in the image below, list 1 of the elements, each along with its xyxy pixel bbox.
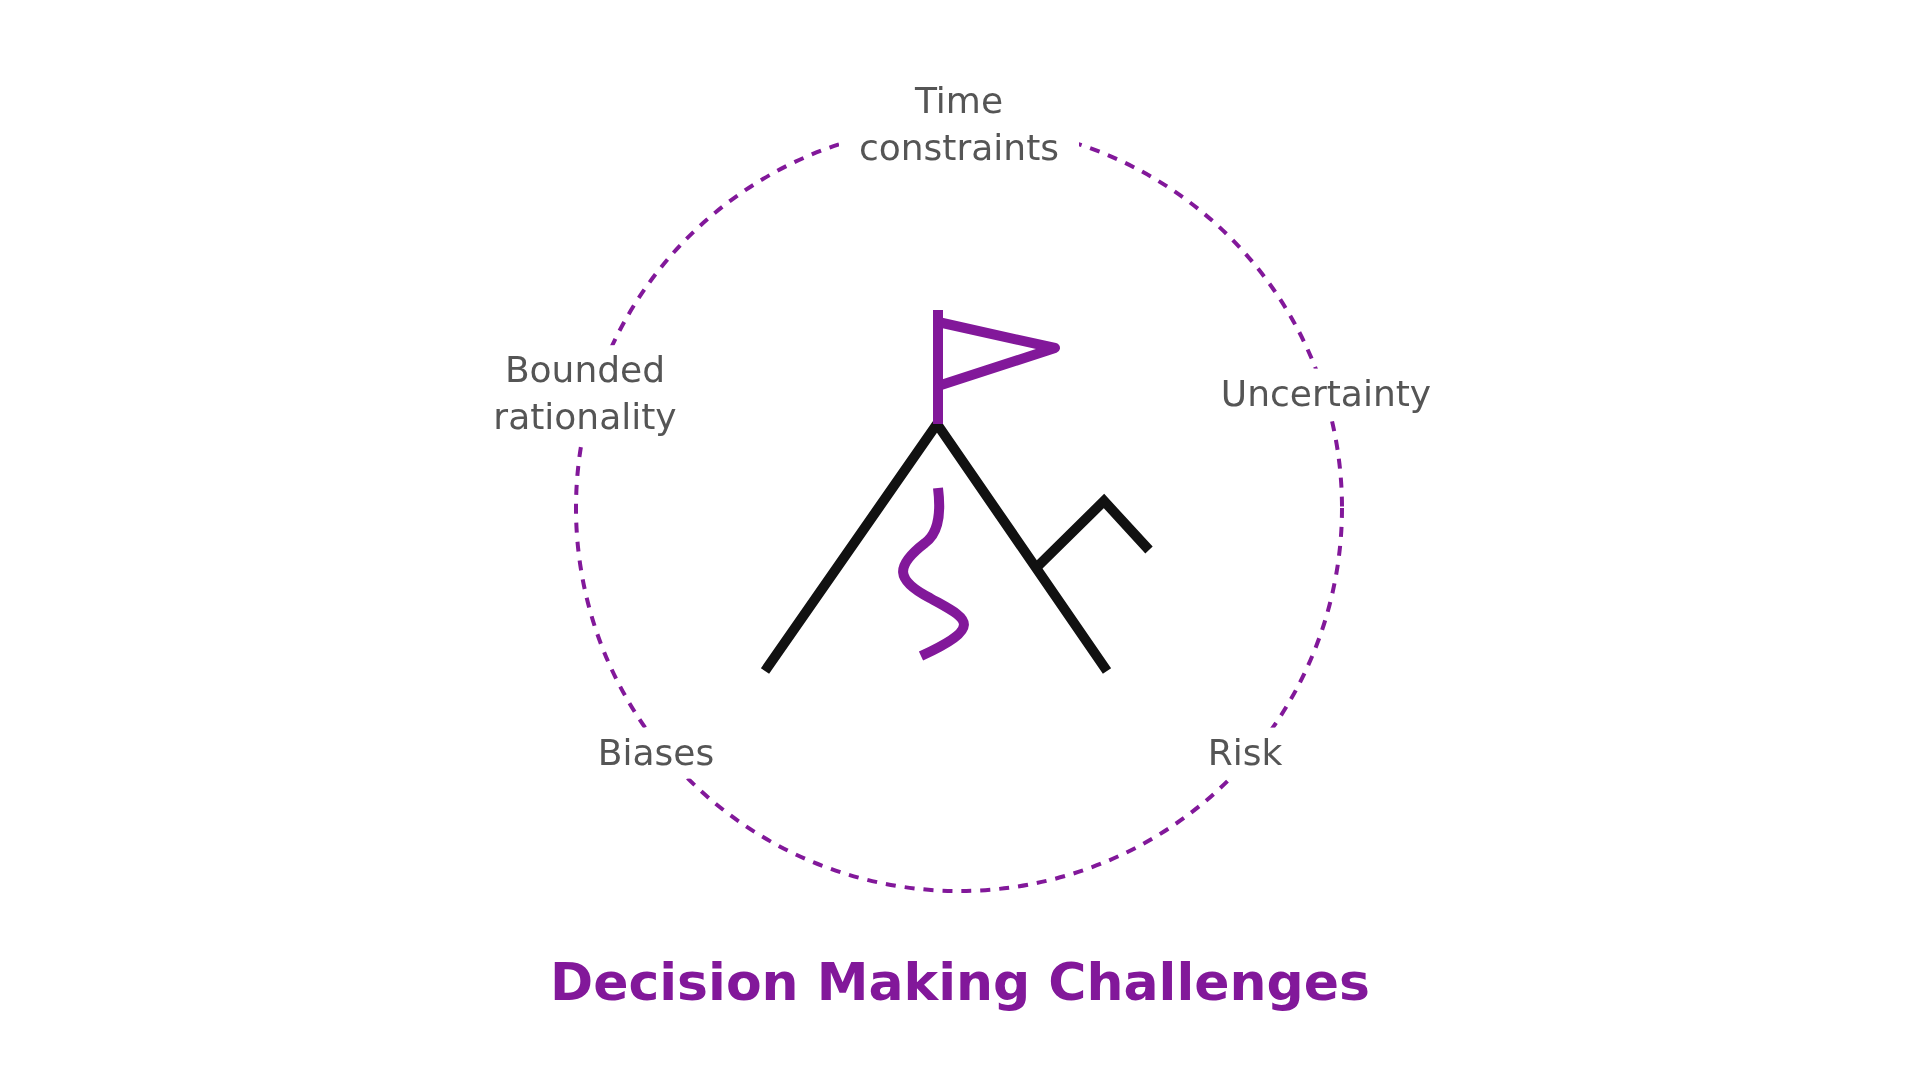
diagram-title: Decision Making Challenges xyxy=(550,952,1370,1012)
